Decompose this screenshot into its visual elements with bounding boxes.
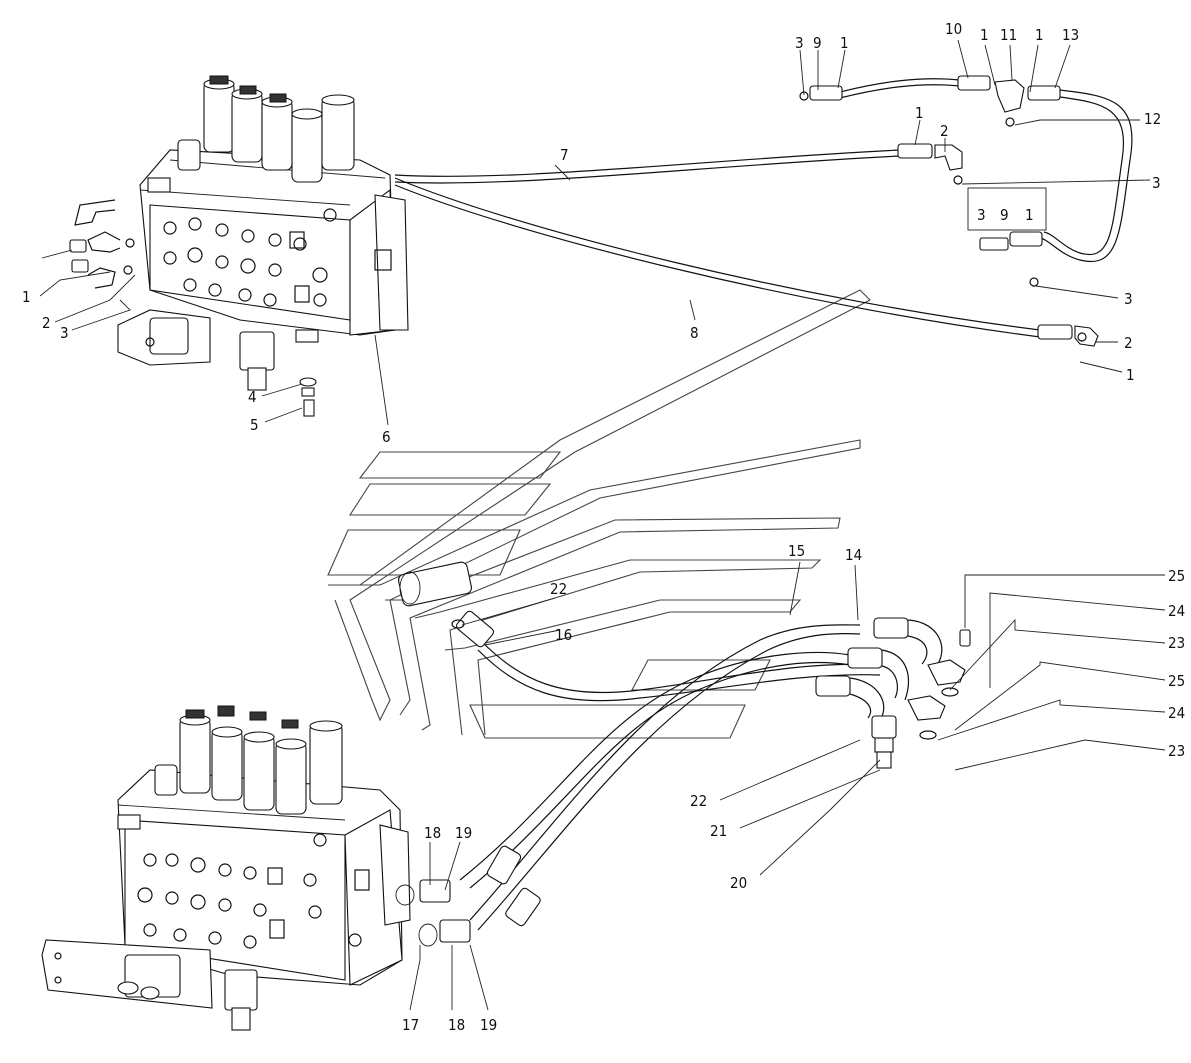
lower-control-valve xyxy=(41,705,438,1031)
callout-13: 13 xyxy=(1062,26,1079,44)
hose-8 xyxy=(394,177,1041,331)
callout-14: 14 xyxy=(845,546,862,564)
lower-hoses xyxy=(398,561,971,943)
callout-17: 17 xyxy=(402,1016,419,1034)
callout-5: 5 xyxy=(250,416,259,434)
callout-3-right: 3 xyxy=(1124,290,1133,308)
callout-19-top: 19 xyxy=(455,824,472,842)
watermark-logo xyxy=(327,289,871,739)
callout-20: 20 xyxy=(730,874,747,892)
callout-16: 16 xyxy=(555,626,572,644)
callout-1-elbow: 1 xyxy=(915,104,924,122)
callout-box-1: 1 xyxy=(1025,206,1034,224)
hose-7 xyxy=(394,149,901,177)
callout-2-right: 2 xyxy=(1124,334,1133,352)
callout-2-elbow: 2 xyxy=(940,122,949,140)
callout-4: 4 xyxy=(248,388,257,406)
callout-10: 10 xyxy=(945,20,962,38)
upper-control-valve xyxy=(69,75,409,391)
callout-18-top: 18 xyxy=(424,824,441,842)
callout-23-bottom: 23 xyxy=(1168,742,1185,760)
callout-22-bottom: 22 xyxy=(690,792,707,810)
leader-lines xyxy=(39,39,1166,1011)
callout-3-elbow: 3 xyxy=(1152,174,1161,192)
callout-1-tee-left: 1 xyxy=(980,26,989,44)
callout-8: 8 xyxy=(690,324,699,342)
callout-7: 7 xyxy=(560,146,569,164)
callout-labels: 3 9 1 10 1 11 1 13 12 1 2 3 3 9 1 3 2 1 … xyxy=(22,20,1185,1034)
callout-1-tee-right: 1 xyxy=(1035,26,1044,44)
callout-3-top: 3 xyxy=(795,34,804,52)
callout-11: 11 xyxy=(1000,26,1017,44)
callout-box-3: 3 xyxy=(977,206,986,224)
callout-19-bottom: 19 xyxy=(480,1016,497,1034)
callout-12: 12 xyxy=(1144,110,1161,128)
callout-6: 6 xyxy=(382,428,391,446)
callout-1-right: 1 xyxy=(1126,366,1135,384)
callout-25-bottom: 25 xyxy=(1168,672,1185,690)
callout-21: 21 xyxy=(710,822,727,840)
callout-1-left: 1 xyxy=(22,288,31,306)
upper-right-fittings xyxy=(799,75,1133,347)
callout-24-bottom: 24 xyxy=(1168,704,1185,722)
callout-22-top: 22 xyxy=(550,580,567,598)
callout-9-top: 9 xyxy=(813,34,822,52)
callout-25-top: 25 xyxy=(1168,567,1185,585)
callout-24-top: 24 xyxy=(1168,602,1185,620)
callout-2-left: 2 xyxy=(42,314,51,332)
callout-23-top: 23 xyxy=(1168,634,1185,652)
callout-18-bottom: 18 xyxy=(448,1016,465,1034)
callout-15: 15 xyxy=(788,542,805,560)
bolt-and-washer xyxy=(299,377,317,417)
callout-3-left: 3 xyxy=(60,324,69,342)
callout-1-top: 1 xyxy=(840,34,849,52)
callout-box-9: 9 xyxy=(1000,206,1009,224)
